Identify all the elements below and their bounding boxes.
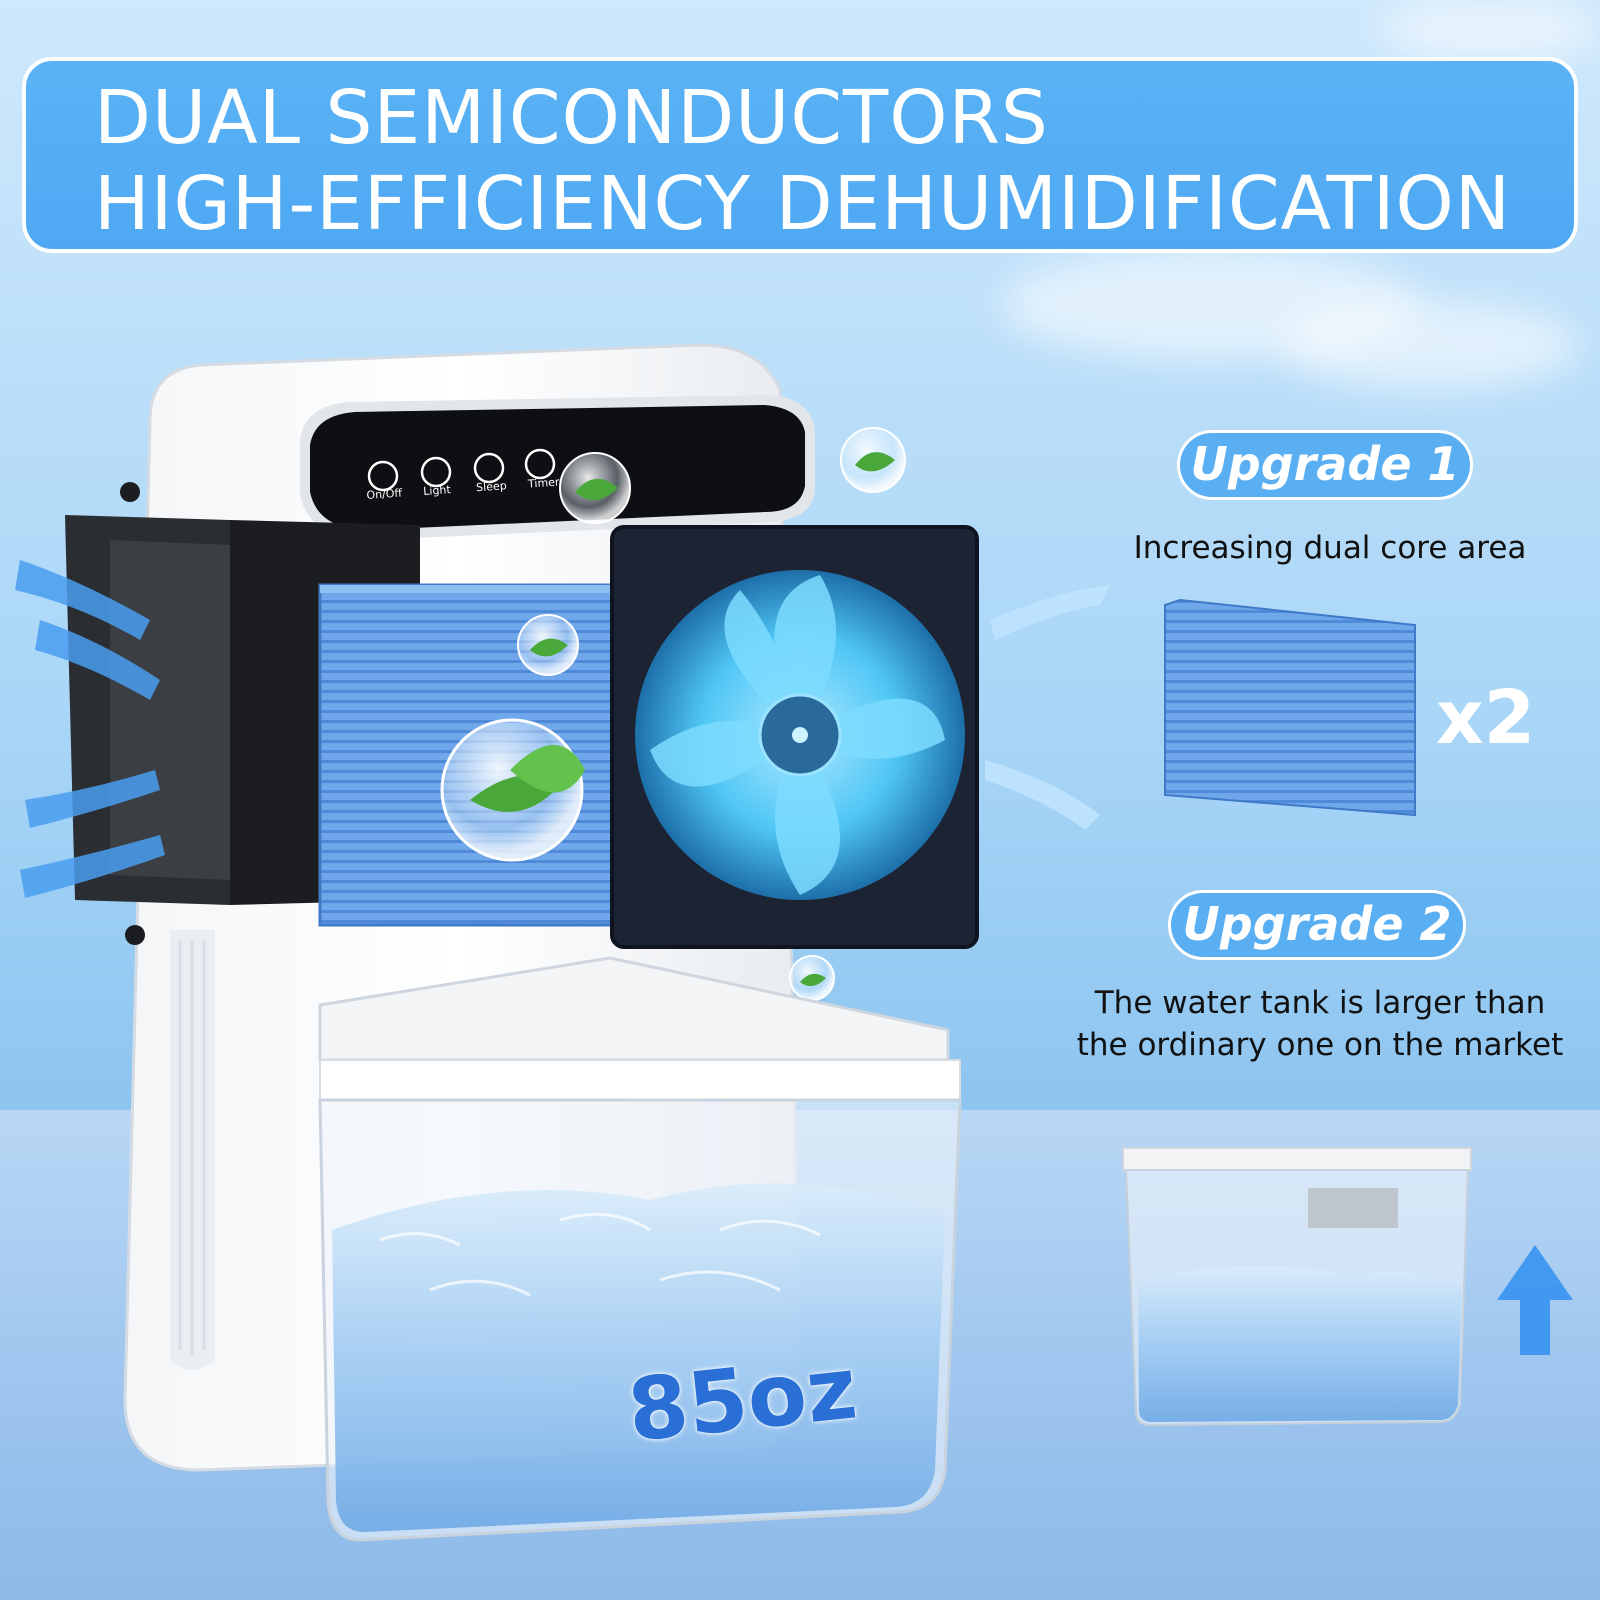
cloud-decoration [1280, 300, 1580, 390]
headline-line-2: HIGH-EFFICIENCY DEHUMIDIFICATION [94, 161, 1512, 247]
cloud-decoration [1380, 0, 1600, 60]
headline-line-1: DUAL SEMICONDUCTORS [94, 75, 1049, 161]
upward-arrow-icon [1497, 1245, 1573, 1355]
button-label-light[interactable]: Light [422, 483, 452, 498]
button-label-sleep[interactable]: Sleep [475, 479, 508, 495]
button-label-onoff[interactable]: On/Off [366, 486, 403, 502]
upgrade-2-caption-line-2: the ordinary one on the market [1076, 1027, 1564, 1063]
leaf-bubble-tank [789, 955, 835, 1001]
filter-module-illustration [1164, 598, 1416, 817]
multiplier-label: x2 [1436, 675, 1536, 761]
ordinary-water-tank [1122, 1147, 1472, 1427]
headline-banner: DUAL SEMICONDUCTORS HIGH-EFFICIENCY DEHU… [22, 57, 1578, 253]
upgrade-1-caption: Increasing dual core area [1133, 530, 1527, 566]
leaf-bubble-small [517, 614, 579, 676]
upgrade-2-badge: Upgrade 2 [1168, 890, 1466, 960]
main-water-tank [318, 956, 962, 1542]
control-panel [300, 395, 815, 540]
leaf-bubble-panel [559, 452, 631, 524]
upgrade-2-caption-line-1: The water tank is larger than [1094, 985, 1546, 1021]
cooling-fan [610, 525, 979, 949]
button-label-timer[interactable]: Timer [527, 475, 560, 491]
airflow-arrows-left [15, 560, 165, 898]
upgrade-1-badge: Upgrade 1 [1177, 430, 1473, 500]
leaf-bubble-top [840, 427, 906, 493]
airflow-arrows-right [985, 585, 1110, 830]
leaf-bubble-large [440, 718, 585, 862]
